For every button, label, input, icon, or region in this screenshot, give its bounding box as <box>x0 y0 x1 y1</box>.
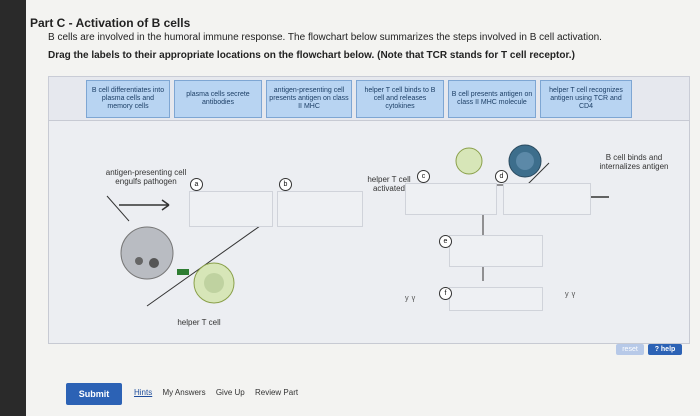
part-description: B cells are involved in the humoral immu… <box>48 32 602 43</box>
marker-e: e <box>439 235 452 248</box>
label-tile-b-cell-differentiates[interactable]: B cell differentiates into plasma cells … <box>86 80 170 118</box>
drop-zone-b[interactable] <box>277 191 363 227</box>
label-tile-helper-recognizes[interactable]: helper T cell recognizes antigen using T… <box>540 80 632 118</box>
label-text: helper T cell binds to B cell and releas… <box>364 86 436 111</box>
label-text: B cell differentiates into plasma cells … <box>91 86 165 111</box>
arrow-d2 <box>526 162 550 186</box>
label-text: plasma cells secrete antibodies <box>186 90 250 106</box>
marker-b: b <box>279 178 292 191</box>
drop-zone-d[interactable] <box>503 183 591 215</box>
review-part-link[interactable]: Review Part <box>254 388 299 397</box>
arrow-b <box>146 220 268 307</box>
activated-helper-cell <box>455 147 483 175</box>
marker-c: c <box>417 170 430 183</box>
caption-helper-activated: helper T cell activated <box>367 175 411 193</box>
b-cell-nucleus <box>516 152 534 170</box>
help-button[interactable]: ? help <box>648 344 682 355</box>
footer-links: Hints My Answers Give Up Review Part <box>134 388 306 397</box>
caption-apc: antigen-presenting cell engulfs pathogen <box>105 168 187 186</box>
submit-button[interactable]: Submit <box>66 383 122 405</box>
caption-helper-t: helper T cell <box>177 318 221 327</box>
drop-zone-e[interactable] <box>449 235 543 267</box>
antibody-cluster-2-icon: ʸ ᵞ <box>564 290 576 302</box>
apc-cell-body <box>120 226 174 280</box>
caption-b-cell-binds: B cell binds and internalizes antigen <box>599 153 669 171</box>
apc-mhc <box>177 269 189 275</box>
label-tile-helper-binds[interactable]: helper T cell binds to B cell and releas… <box>356 80 444 118</box>
label-text: helper T cell recognizes antigen using T… <box>549 86 623 111</box>
marker-f: f <box>439 287 452 300</box>
drop-zone-f[interactable] <box>449 287 543 311</box>
drop-zone-c[interactable] <box>405 183 497 215</box>
reset-button[interactable]: reset <box>616 344 644 355</box>
label-text: B cell presents antigen on class II MHC … <box>451 90 533 106</box>
apc-nucleus <box>149 258 159 268</box>
drop-zone-a[interactable] <box>189 191 273 227</box>
part-title: Part C - Activation of B cells <box>30 16 191 30</box>
label-tile-apc-presents[interactable]: antigen-presenting cell presents antigen… <box>266 80 352 118</box>
label-text: antigen-presenting cell presents antigen… <box>269 86 349 111</box>
give-up-link[interactable]: Give Up <box>215 388 245 397</box>
marker-a: a <box>190 178 203 191</box>
marker-d: d <box>495 170 508 183</box>
flowchart-canvas: ʸ ᵞ ʸ ᵞ antigen-presenting cell engulfs … <box>48 120 690 344</box>
hints-link[interactable]: Hints <box>134 388 153 397</box>
apc-vesicle <box>135 257 143 265</box>
helper-t-cell-nucleus <box>204 273 224 293</box>
activation-page: Part C - Activation of B cells B cells a… <box>26 0 700 416</box>
label-tile-plasma-cells-secrete[interactable]: plasma cells secrete antibodies <box>174 80 262 118</box>
my-answers-link[interactable]: My Answers <box>162 388 206 397</box>
part-instruction: Drag the labels to their appropriate loc… <box>48 50 575 61</box>
arrow-a-to-box <box>119 199 170 211</box>
arrow-a <box>106 195 130 222</box>
label-tile-b-cell-presents[interactable]: B cell presents antigen on class II MHC … <box>448 80 536 118</box>
antibody-cluster-1-icon: ʸ ᵞ <box>404 294 416 306</box>
